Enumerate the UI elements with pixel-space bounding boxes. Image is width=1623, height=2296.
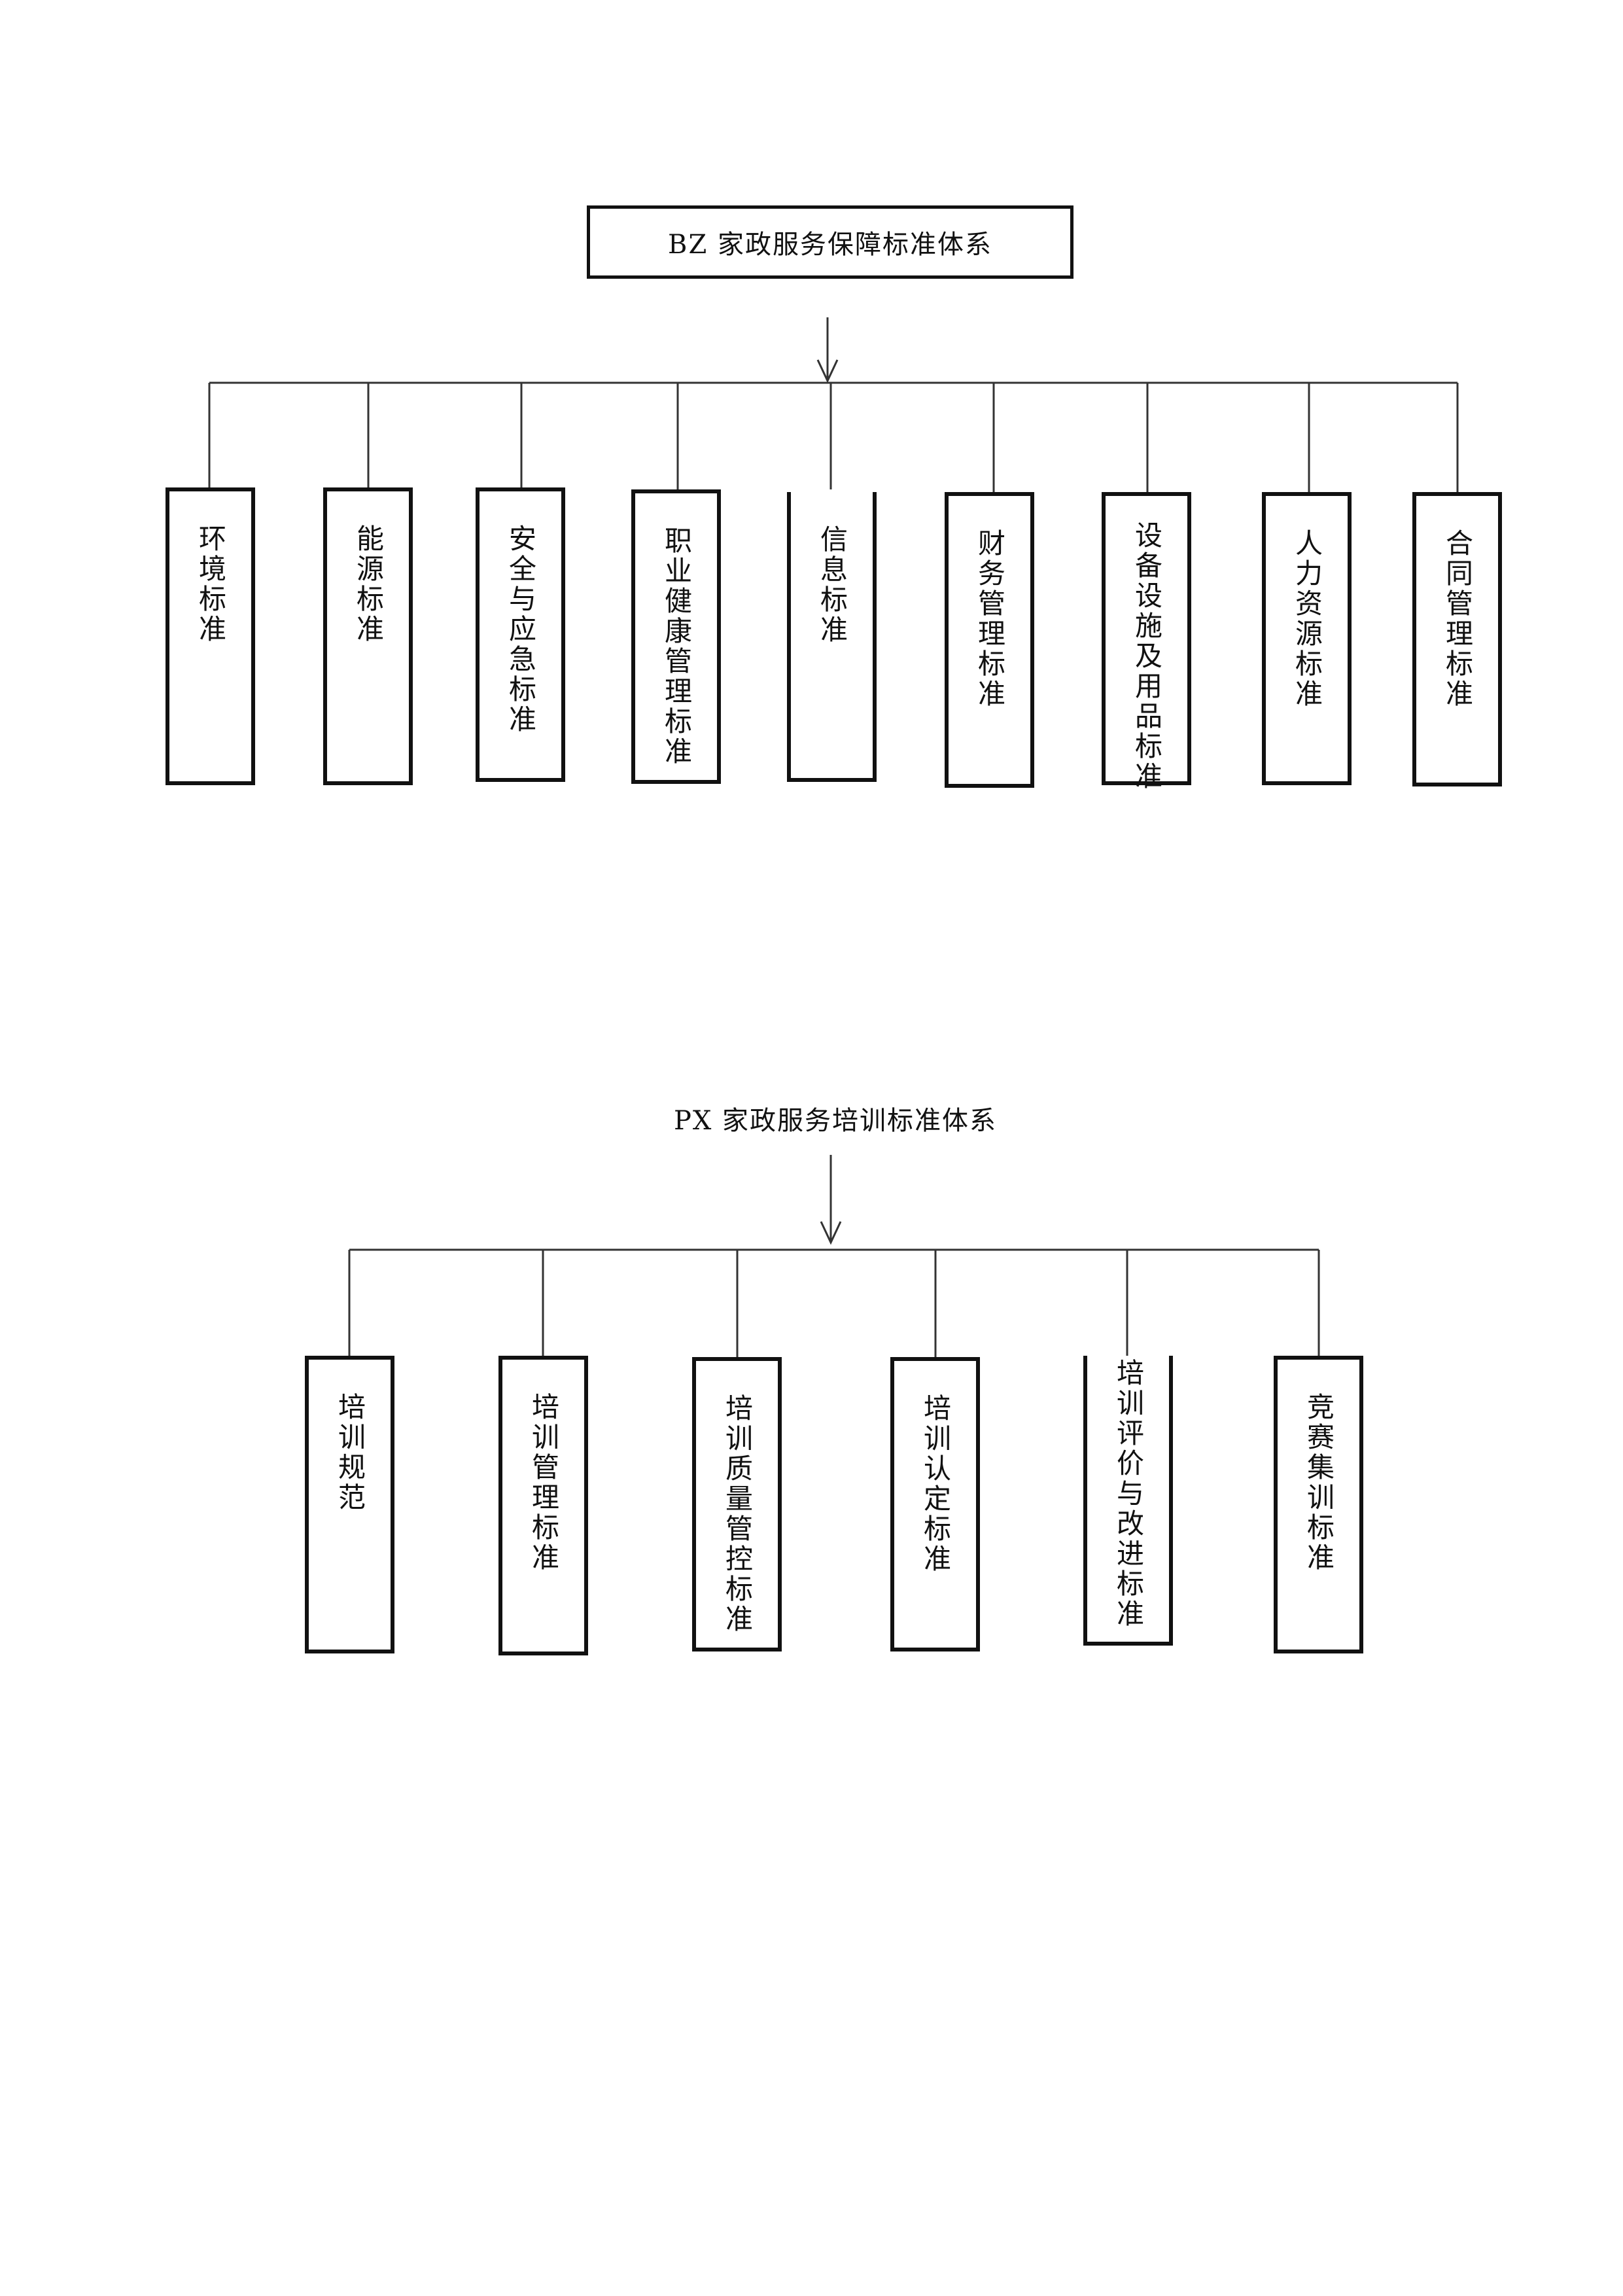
px-box-label: 竞赛集训标准	[1302, 1392, 1335, 1573]
px-box: 培训评价与改进标准	[1083, 1356, 1173, 1646]
px-drop-lines	[348, 1250, 1320, 1358]
px-box-label: 培训管理标准	[527, 1392, 560, 1573]
bz-box: 设备设施及用品标准	[1102, 492, 1191, 792]
bz-box: 能源标准	[323, 487, 413, 785]
px-box: 竞赛集训标准	[1274, 1356, 1363, 1653]
bz-box-label: 安全与应急标准	[504, 524, 537, 735]
px-box: 培训管理标准	[498, 1356, 588, 1655]
px-box-label: 培训质量管控标准	[721, 1394, 754, 1634]
bz-box: 人力资源标准	[1262, 492, 1352, 785]
bz-box: 安全与应急标准	[476, 487, 565, 782]
px-title: PX 家政服务培训标准体系	[673, 1106, 998, 1136]
bz-box-label: 职业健康管理标准	[660, 526, 693, 767]
bz-box-label: 设备设施及用品标准	[1130, 521, 1163, 792]
px-box: 培训规范	[305, 1356, 394, 1653]
bz-box-label: 财务管理标准	[973, 529, 1006, 709]
bz-arrow-head	[816, 359, 839, 383]
bz-box: 合同管理标准	[1412, 492, 1502, 786]
bz-box-label: 人力资源标准	[1291, 529, 1323, 709]
px-box: 培训质量管控标准	[692, 1357, 782, 1651]
bz-box: 环境标准	[166, 487, 255, 785]
bz-title: BZ 家政服务保障标准体系	[668, 230, 992, 260]
bz-box: 职业健康管理标准	[631, 489, 721, 784]
bz-drop-lines	[208, 383, 1459, 492]
px-box-label: 培训规范	[334, 1392, 366, 1513]
px-box-label: 培训认定标准	[919, 1394, 952, 1574]
bz-box: 信息标准	[787, 492, 877, 782]
bz-box: 财务管理标准	[945, 492, 1034, 788]
bz-box-label: 合同管理标准	[1441, 529, 1474, 709]
bz-title-box: BZ 家政服务保障标准体系	[587, 205, 1073, 279]
bz-box-label: 能源标准	[352, 524, 385, 645]
px-arrow-head	[820, 1221, 842, 1245]
px-box: 培训认定标准	[890, 1357, 980, 1651]
px-box-label: 培训评价与改进标准	[1112, 1358, 1145, 1629]
bz-box-label: 信息标准	[816, 525, 848, 645]
bz-box-label: 环境标准	[194, 524, 227, 645]
